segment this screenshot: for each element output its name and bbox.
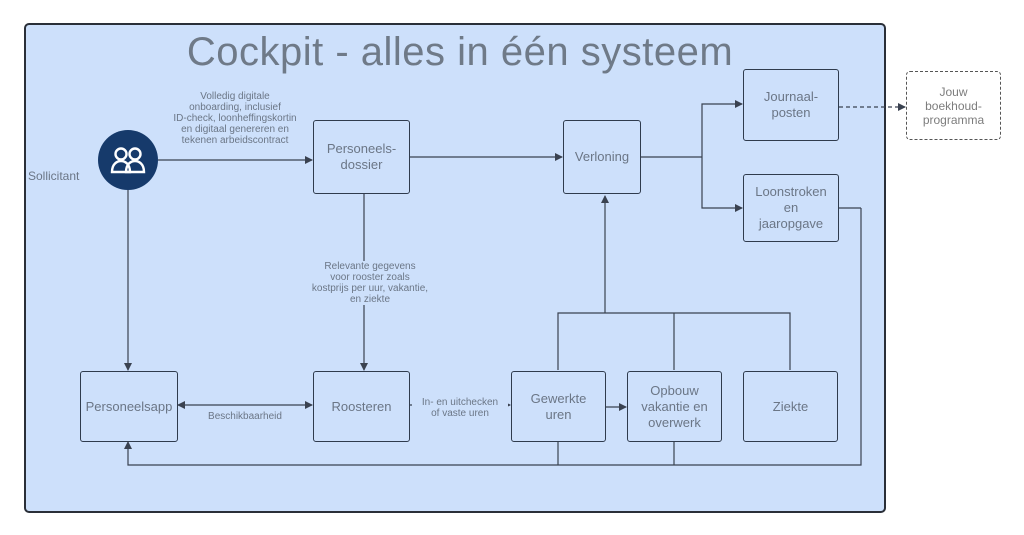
node-boekhoudprogramma: Jouw boekhoud- programma [906, 71, 1001, 140]
edge-to-journaal [701, 100, 743, 157]
node-ziekte: Ziekte [743, 371, 838, 442]
edge-return-app [124, 208, 862, 466]
label-relevante-gegevens: Relevante gegevens voor rooster zoals ko… [300, 261, 440, 305]
node-roosteren: Roosteren [313, 371, 410, 442]
node-gewerkte-uren: Gewerkte uren [511, 371, 606, 442]
actor-label: Sollicitant [28, 169, 80, 183]
node-personeelsapp: Personeelsapp [80, 371, 178, 442]
node-opbouw: Opbouw vakantie en overwerk [627, 371, 722, 442]
edge-to-loonstroken [701, 157, 743, 212]
node-verloning: Verloning [563, 120, 641, 194]
label-beschikbaarheid: Beschikbaarheid [208, 411, 282, 422]
node-personeelsdossier: Personeels- dossier [313, 120, 410, 194]
node-loonstroken: Loonstroken en jaaropgave [743, 174, 839, 242]
label-onboarding: Volledig digitale onboarding, inclusief … [173, 91, 297, 146]
diagram-title: Cockpit - alles in één systeem [186, 30, 734, 74]
people-icon-glyph [110, 147, 146, 174]
label-in-uitchecken: In- en uitchecken of vaste uren [412, 397, 508, 419]
people-icon [98, 130, 158, 190]
node-journaalposten: Journaal- posten [743, 69, 839, 141]
